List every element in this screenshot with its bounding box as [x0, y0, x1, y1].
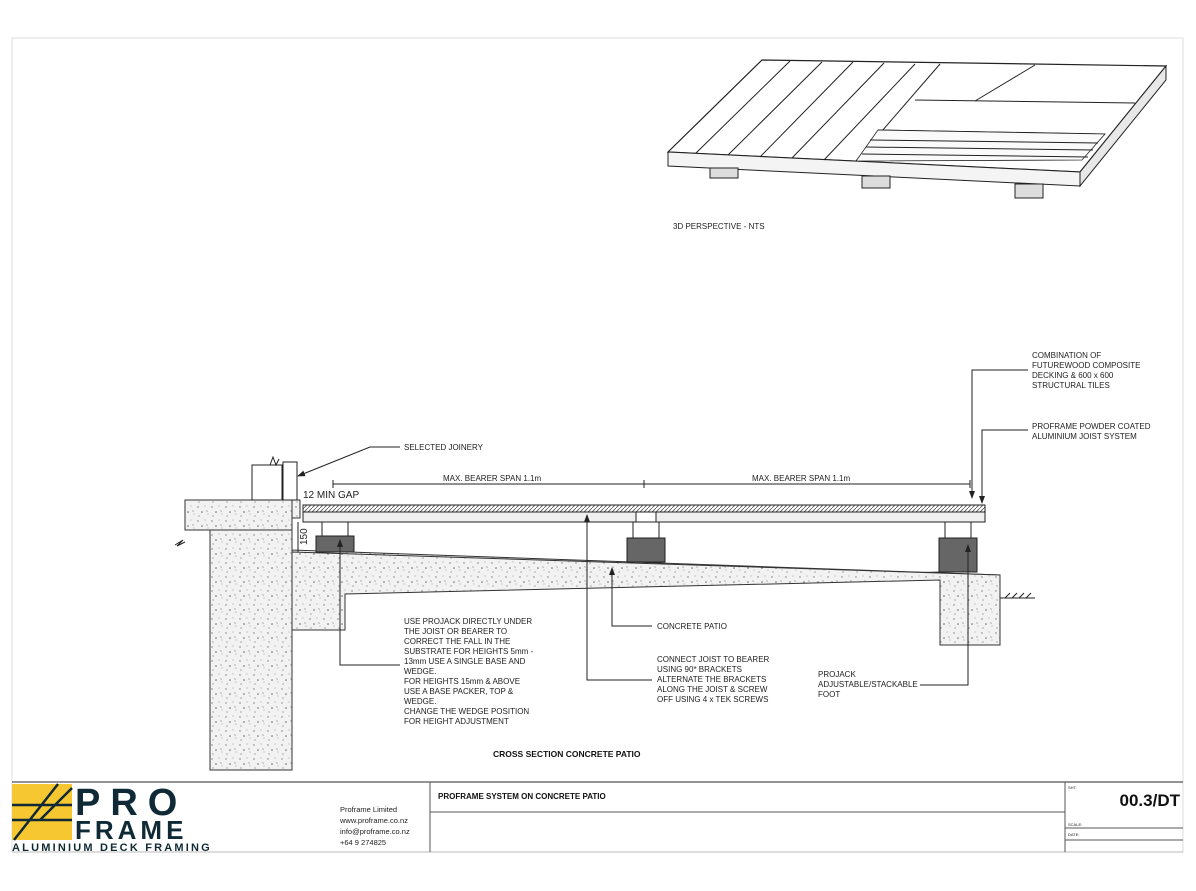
sheet-number: 00.3/DT	[1120, 791, 1181, 810]
title-block: PRO FRAME ALUMINIUM DECK FRAMING Profram…	[12, 781, 1183, 854]
label-span-left: MAX. BEARER SPAN 1.1m	[443, 474, 541, 483]
proframe-logo: PRO FRAME ALUMINIUM DECK FRAMING	[12, 782, 212, 854]
cross-section: SELECTED JOINERY MAX. BEARER SPAN 1.1m M…	[174, 351, 1151, 771]
scale-label: SCALE:	[1068, 822, 1082, 827]
perspective-view: 3D PERSPECTIVE - NTS	[666, 59, 1168, 231]
svg-text:PRO: PRO	[75, 782, 187, 824]
label-selected-joinery: SELECTED JOINERY	[404, 443, 484, 452]
label-concrete-patio: CONCRETE PATIO	[657, 622, 727, 631]
projack-support	[938, 521, 978, 573]
drawing-title: PROFRAME SYSTEM ON CONCRETE PATIO	[438, 792, 606, 801]
date-label: DATE:	[1068, 832, 1079, 837]
label-min-gap: 12 MIN GAP	[303, 490, 359, 501]
svg-text:FRAME: FRAME	[75, 815, 187, 845]
svg-text:ALUMINIUM DECK FRAMING: ALUMINIUM DECK FRAMING	[12, 842, 212, 854]
section-title: CROSS SECTION CONCRETE PATIO	[493, 749, 641, 759]
projack-support	[315, 521, 355, 553]
label-height-150: 150	[299, 528, 310, 545]
perspective-caption: 3D PERSPECTIVE - NTS	[673, 222, 765, 231]
sheet-label: SHT:	[1068, 785, 1077, 790]
label-span-right: MAX. BEARER SPAN 1.1m	[752, 474, 850, 483]
projack-support	[626, 511, 666, 563]
